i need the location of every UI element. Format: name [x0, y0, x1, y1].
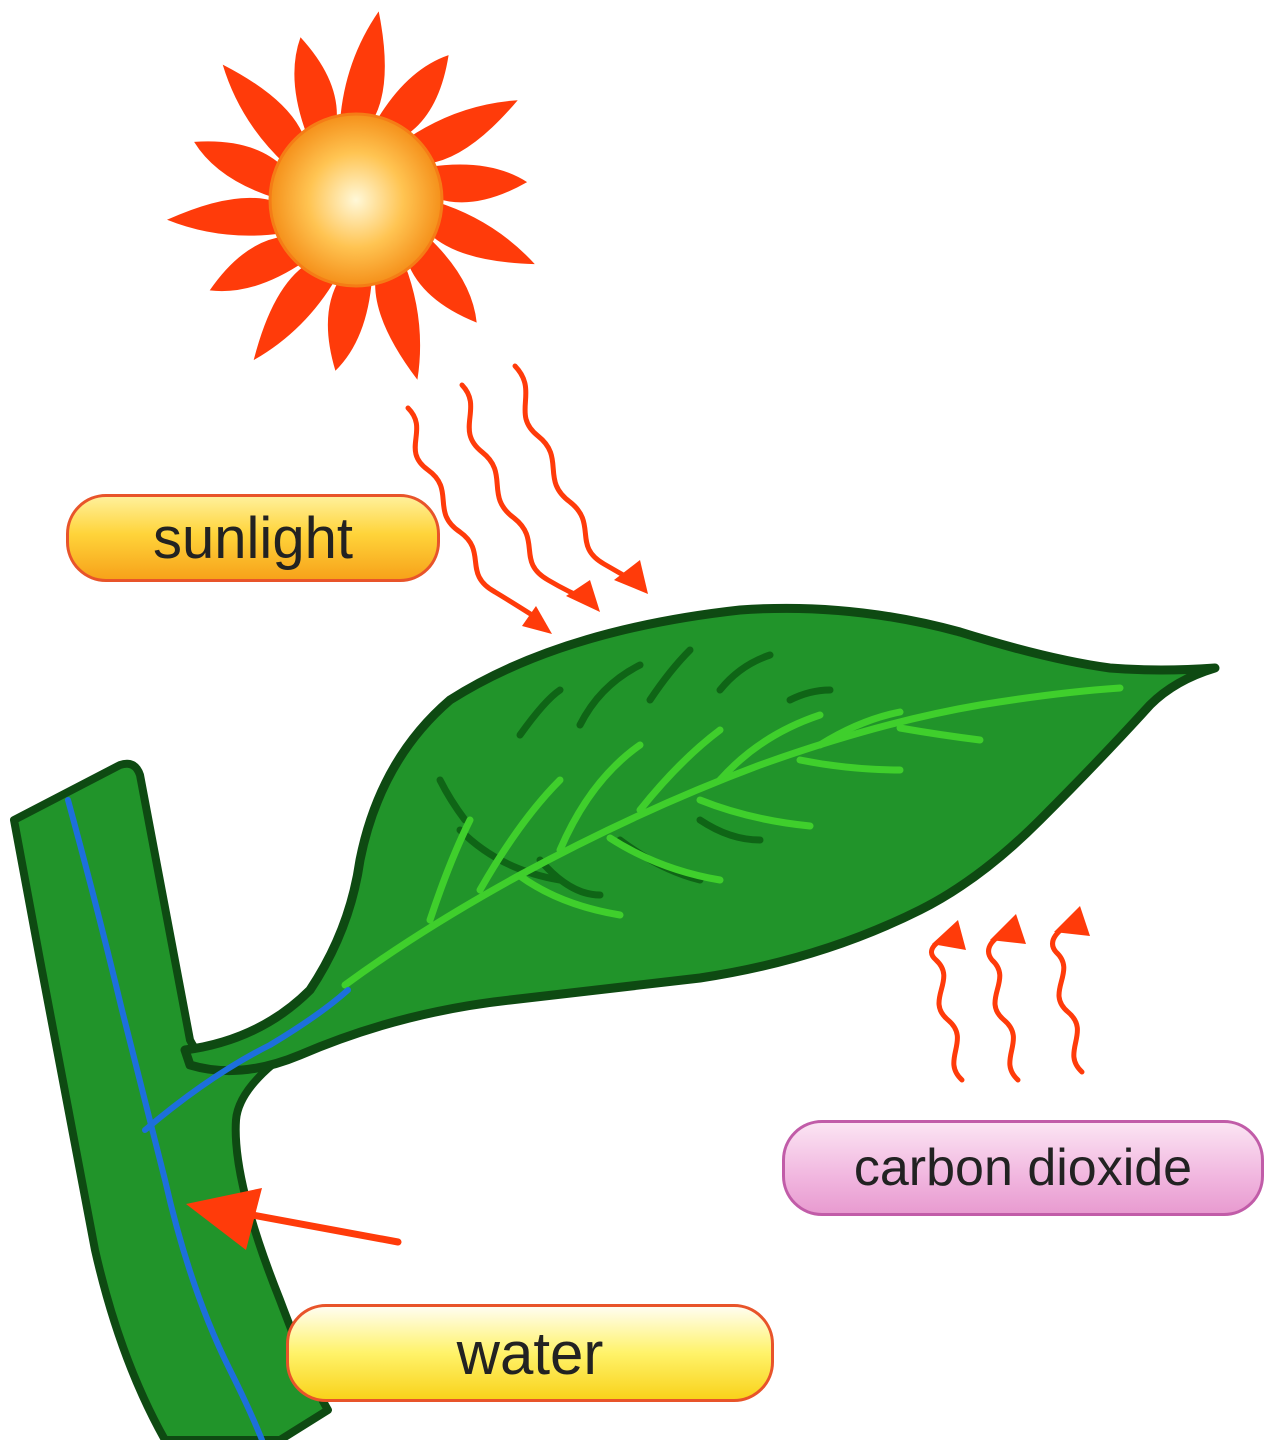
water-label: water [286, 1304, 774, 1402]
carbon-dioxide-label: carbon dioxide [782, 1120, 1264, 1216]
sunlight-label: sunlight [66, 494, 440, 582]
co2-arrow-1 [931, 932, 962, 1080]
sunlight-arrows [408, 366, 648, 634]
carbon-dioxide-arrows [931, 906, 1090, 1080]
sunlight-arrow-2-head [566, 580, 600, 612]
co2-arrow-3 [1053, 918, 1082, 1072]
sunlight-arrow-3 [515, 366, 636, 582]
sunlight-arrow-3-head [614, 560, 648, 594]
sun-icon [167, 11, 535, 379]
sun-core [270, 114, 442, 286]
co2-arrow-2 [989, 926, 1018, 1080]
co2-arrow-3-head [1054, 906, 1090, 936]
co2-arrow-2-head [990, 914, 1026, 944]
